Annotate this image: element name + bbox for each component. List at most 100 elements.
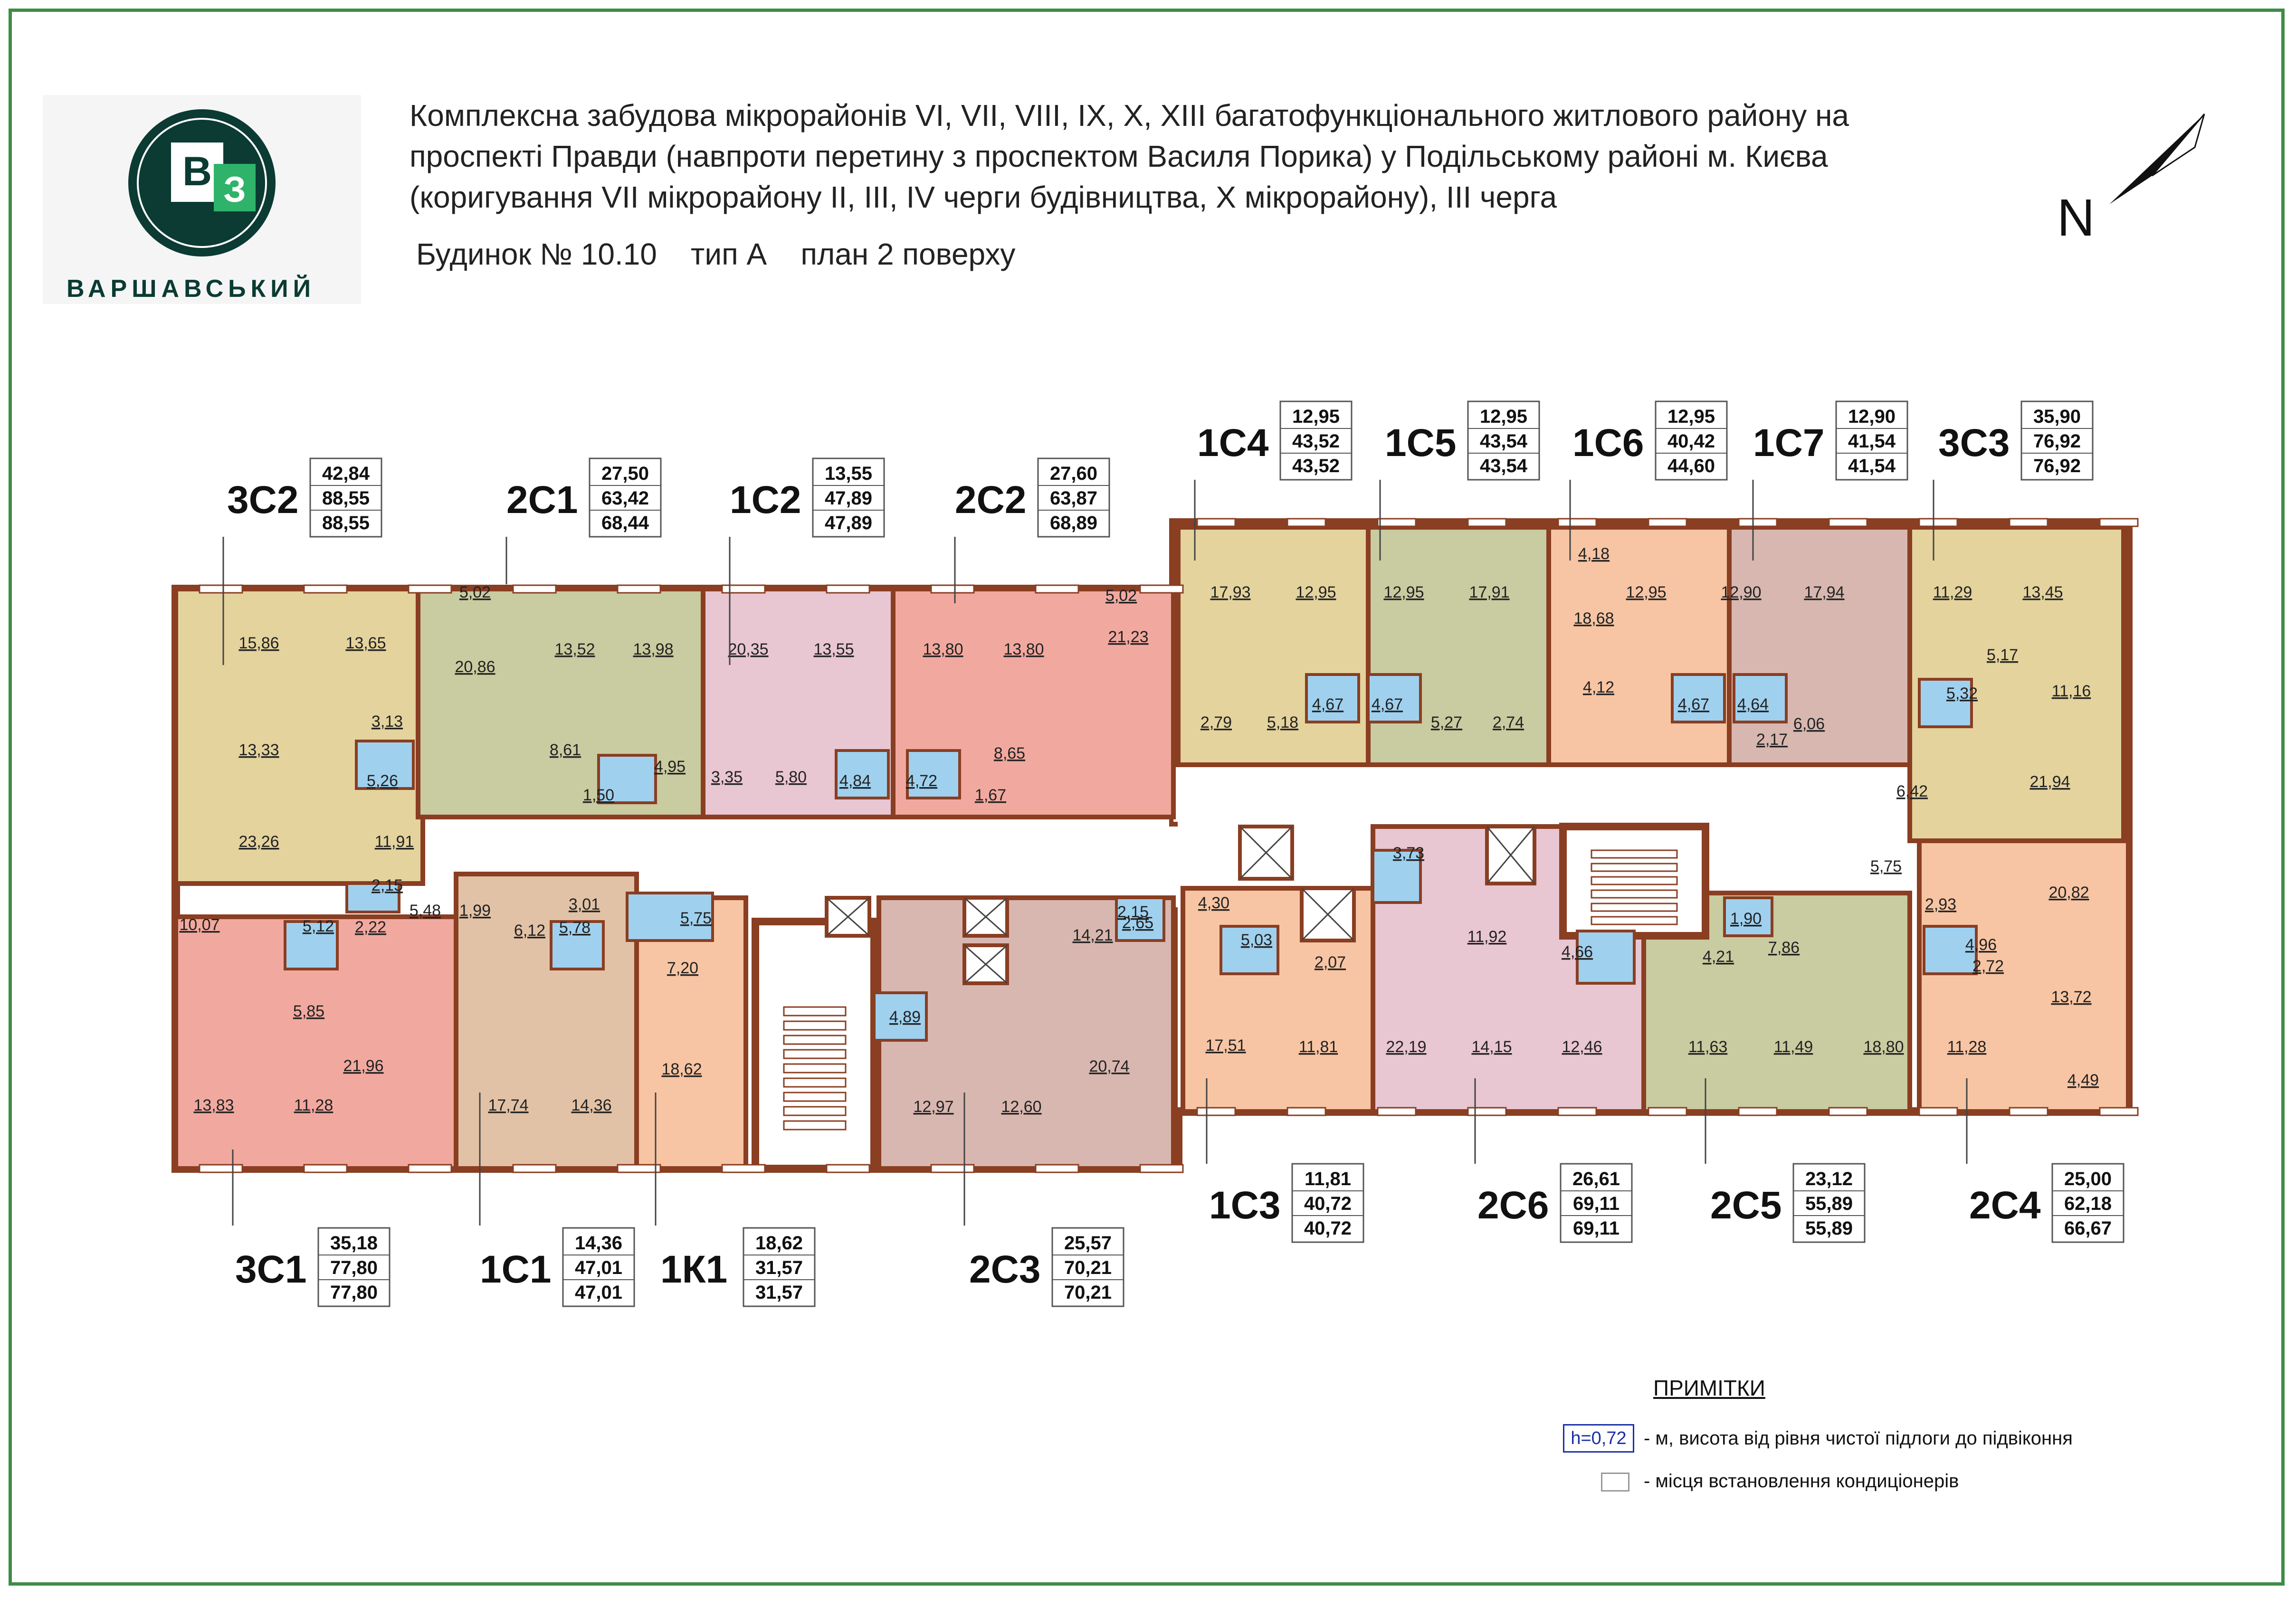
- room-area: 4,95: [654, 758, 686, 776]
- apartment-area-box: [1792, 1163, 1866, 1243]
- apt-zone-3c2: [173, 587, 425, 886]
- stair-step: [1591, 849, 1678, 859]
- room-area: 4,30: [1198, 894, 1229, 912]
- apartment-area-value: 88,55: [322, 513, 370, 533]
- logo-letter-z: З: [223, 170, 246, 210]
- room-area: 6,42: [1896, 782, 1928, 800]
- apartment-area-value: 47,89: [825, 513, 872, 533]
- window: [303, 584, 348, 594]
- room-area: 5,18: [1267, 713, 1298, 732]
- room-area: 21,96: [343, 1057, 383, 1075]
- room-area: 5,80: [775, 768, 807, 786]
- elevator-cross: [964, 944, 1008, 984]
- room-area: 13,65: [345, 634, 386, 652]
- window: [1286, 518, 1326, 527]
- stair-step: [1591, 889, 1678, 899]
- window: [930, 584, 975, 594]
- window: [617, 1164, 661, 1173]
- apartment-code: 3С3: [1938, 421, 2010, 465]
- apartment-code: 1С1: [480, 1248, 551, 1291]
- apartment-code: 2С2: [955, 478, 1026, 522]
- room-area: 6,06: [1793, 715, 1825, 733]
- window: [1648, 518, 1687, 527]
- apartment-area-value: 77,80: [330, 1257, 378, 1278]
- room-area: 2,22: [355, 918, 386, 936]
- room-area: 5,48: [410, 902, 441, 920]
- logo: В З ВАРШАВСЬКИЙ: [43, 95, 361, 304]
- room-area: 5,32: [1946, 684, 1978, 703]
- room-area: 3,13: [372, 713, 403, 731]
- window: [199, 1164, 243, 1173]
- apartment-area-value: 47,01: [575, 1257, 622, 1278]
- apartment-area-value: 25,57: [1064, 1233, 1112, 1254]
- apartment-area-value: 13,55: [825, 463, 872, 484]
- elevator-cross: [1239, 826, 1293, 880]
- apartment-area-value: 44,60: [1667, 456, 1715, 476]
- apartment-area-value: 11,81: [1305, 1169, 1351, 1189]
- building-type: тип А: [691, 237, 767, 271]
- room-area: 3,35: [711, 768, 743, 786]
- apartment-code: 1С7: [1753, 421, 1824, 465]
- room-area: 12,97: [913, 1098, 953, 1116]
- room-area: 12,90: [1721, 583, 1761, 601]
- room-area: 12,95: [1626, 583, 1666, 601]
- room-area: 6,12: [514, 922, 545, 940]
- apartment-area-box: [1655, 400, 1728, 481]
- room-area: 2,72: [1972, 957, 2004, 975]
- apartment-code: 2С1: [506, 478, 578, 522]
- apartment-area-value: 63,42: [601, 488, 649, 509]
- room-area: 23,26: [238, 833, 279, 851]
- window: [1035, 1164, 1079, 1173]
- building-number: Будинок № 10.10: [416, 237, 657, 271]
- apartment-area-value: 12,95: [1667, 406, 1715, 427]
- room-area: 21,94: [2029, 773, 2070, 791]
- room-area: 14,21: [1072, 926, 1113, 944]
- window: [1286, 1107, 1326, 1116]
- apt-zone-2c4: [1917, 838, 2131, 1114]
- stair-step: [783, 1120, 847, 1131]
- apartment-area-box: [1467, 400, 1540, 481]
- room-area: 17,51: [1205, 1036, 1246, 1055]
- window: [2009, 518, 2048, 527]
- room-area: 5,27: [1431, 713, 1462, 732]
- stair-step: [1591, 903, 1678, 912]
- window: [1918, 518, 1958, 527]
- apartment-area-value: 43,52: [1292, 456, 1340, 476]
- north-label: N: [2057, 189, 2095, 247]
- window: [2099, 1107, 2139, 1116]
- corridor-right: [1173, 760, 1834, 822]
- bathroom: [906, 749, 961, 799]
- room-area: 4,64: [1737, 695, 1769, 713]
- window: [617, 584, 661, 594]
- apartment-code: 1С3: [1209, 1184, 1280, 1227]
- bathroom: [1923, 925, 1978, 975]
- window: [826, 584, 870, 594]
- apt-zone-1c6: [1546, 525, 1732, 767]
- apartment-area-box: [812, 457, 885, 538]
- bathroom: [835, 749, 890, 799]
- apartment-area-value: 69,11: [1573, 1193, 1620, 1214]
- room-area: 5,75: [1870, 857, 1902, 875]
- window: [930, 1164, 975, 1173]
- room-area: 4,67: [1312, 695, 1343, 713]
- apartment-area-value: 55,89: [1805, 1193, 1853, 1214]
- sill-height-note: - м, висота від рівня чистої підлоги до …: [1644, 1428, 2073, 1449]
- room-area: 20,74: [1089, 1057, 1129, 1075]
- window: [1738, 1107, 1778, 1116]
- logo-letter-v: В: [182, 149, 212, 194]
- window: [1738, 518, 1778, 527]
- room-area: 18,62: [661, 1060, 702, 1078]
- room-area: 14,15: [1471, 1038, 1512, 1056]
- window: [512, 1164, 557, 1173]
- bathroom: [597, 754, 657, 804]
- floor-plan-label: план 2 поверху: [800, 237, 1016, 271]
- window: [1557, 518, 1597, 527]
- logo-name: ВАРШАВСЬКИЙ: [67, 275, 315, 303]
